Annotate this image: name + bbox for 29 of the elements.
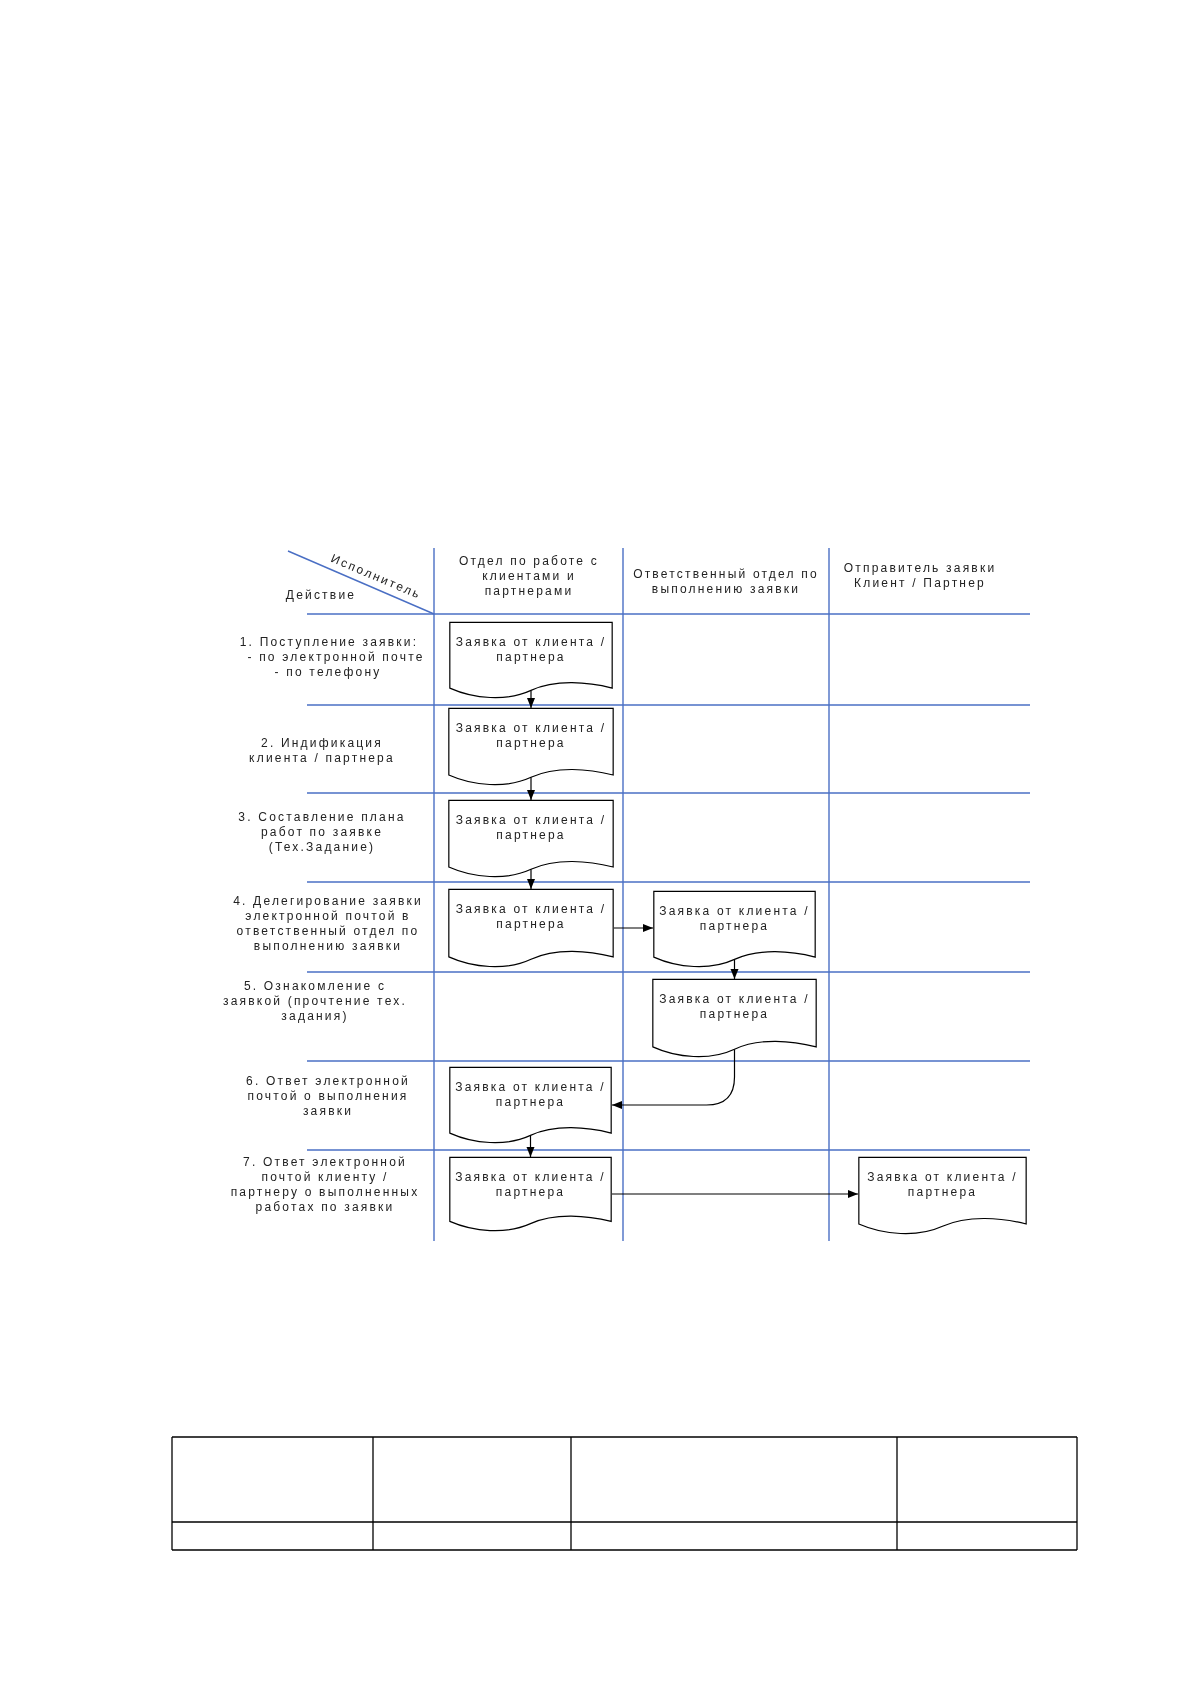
document-shape: Заявка от клиента / партнера xyxy=(449,622,613,698)
step-label: 4. Делегирование заявки электронной почтой в ответственный отдел по выполнению заявки xyxy=(232,894,424,954)
arrow xyxy=(613,924,654,932)
arrow xyxy=(527,868,535,890)
document-shape: Заявка от клиента / партнера xyxy=(448,708,614,785)
document-shape: Заявка от клиента / партнера xyxy=(652,979,817,1057)
step-label: 7. Ответ электронной почтой клиенту / партнеру о выполненных работах по заявки xyxy=(229,1155,421,1215)
step-label: 3. Составление плана работ по заявке (Тех.Задание) xyxy=(237,810,407,855)
arrow xyxy=(611,1190,859,1198)
arrow xyxy=(526,1134,535,1158)
list-item: - по электронной почте xyxy=(246,650,426,665)
document-shape: Заявка от клиента / партнера xyxy=(653,891,816,967)
step-label: 1. Поступление заявки: xyxy=(238,635,420,650)
arrow xyxy=(527,689,535,709)
document-shape: Заявка от клиента / партнера xyxy=(448,889,614,967)
step-label: 2. Индификация клиента / партнера xyxy=(248,736,396,766)
column-header: Ответственный отдел по выполнению заявки xyxy=(632,567,820,597)
document-shape: Заявка от клиента / партнера xyxy=(858,1157,1027,1234)
step-label: 5. Ознакомление с заявкой (прочтение тех. задания) xyxy=(221,979,409,1024)
document-shape: Заявка от клиента / партнера xyxy=(449,1067,612,1143)
document-shape: Заявка от клиента / партнера xyxy=(449,1157,612,1231)
arrow xyxy=(730,958,739,980)
arrow xyxy=(527,776,535,801)
document-shape: Заявка от клиента / партнера xyxy=(448,800,614,877)
column-header: Отдел по работе с клиентами и партнерами xyxy=(458,554,600,599)
list-item: - по телефону xyxy=(273,665,383,680)
arrow xyxy=(611,1048,736,1109)
column-header: Отправитель заявки Клиент / Партнер xyxy=(842,561,998,591)
step-label: 6. Ответ электронной почтой о выполнения заявки xyxy=(245,1074,411,1119)
